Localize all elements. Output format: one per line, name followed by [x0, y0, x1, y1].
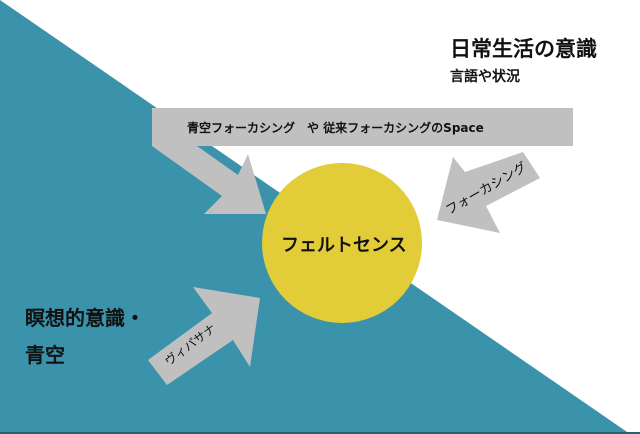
meditative-line2: 青空 — [25, 343, 65, 367]
meditative-line1: 瞑想的意識・ — [25, 306, 145, 330]
right-arrow — [437, 152, 540, 233]
center-circle-label: フェルトセンス — [281, 235, 407, 256]
felt-sense-circle — [262, 163, 422, 323]
bottom-arrow — [148, 287, 260, 385]
top-left-arrow — [152, 140, 266, 214]
everyday-title: 日常生活の意識 — [450, 37, 597, 61]
top-space-bar — [152, 108, 573, 146]
top-bar-label: 青空フォーカシング や 従来フォーカシングのSpace — [187, 121, 484, 135]
everyday-subtitle: 言語や状況 — [450, 69, 520, 85]
